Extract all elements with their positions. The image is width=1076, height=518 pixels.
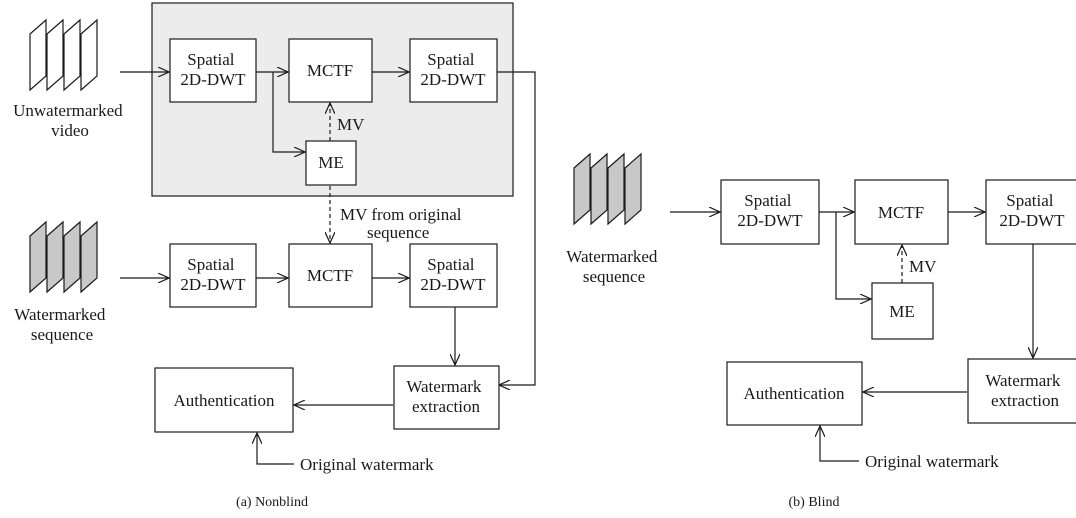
mv-label: MV — [337, 115, 365, 134]
me-label: ME — [318, 153, 344, 172]
watermark-extraction-box-blind — [967, 358, 1076, 424]
authentication-label: Authentication — [743, 384, 845, 403]
unwatermarked-video-frames-icon — [29, 18, 98, 92]
spatial-dwt-box-blind-1 — [720, 179, 820, 245]
spatial-dwt-box-mid-2 — [409, 243, 498, 308]
mctf-label: MCTF — [307, 61, 353, 80]
me-box — [305, 140, 357, 186]
nonblind-panel: Unwatermarked video Watermarked sequence… — [13, 2, 536, 510]
arrow-dwt-to-me-blind — [835, 212, 871, 299]
original-watermark-label: Original watermark — [300, 455, 434, 474]
watermark-extraction-label: Watermark extraction — [985, 371, 1064, 410]
watermarked-sequence-frames-icon — [573, 152, 642, 226]
spatial-dwt-box-blind-2 — [985, 179, 1076, 245]
arrow-reference-to-extraction — [497, 71, 536, 385]
original-watermark-label: Original watermark — [865, 452, 999, 471]
arrow-dwt-to-me — [272, 72, 305, 152]
spatial-dwt-label: Spatial 2D-DWT — [420, 50, 486, 89]
me-box-blind — [871, 282, 934, 340]
mctf-box-top — [288, 38, 373, 103]
spatial-dwt-box-mid-1 — [169, 243, 257, 308]
spatial-dwt-label: Spatial 2D-DWT — [999, 191, 1065, 230]
authentication-label: Authentication — [173, 391, 275, 410]
spatial-dwt-box-top-2 — [409, 38, 498, 103]
watermarked-sequence-label: Watermarked sequence — [566, 247, 661, 286]
spatial-dwt-label: Spatial 2D-DWT — [180, 255, 246, 294]
mctf-box-blind — [854, 179, 949, 245]
arrow-original-watermark-to-authentication — [257, 433, 294, 465]
authentication-box — [154, 367, 294, 433]
watermarked-sequence-frames-icon — [29, 220, 98, 294]
mctf-label: MCTF — [878, 203, 924, 222]
me-label: ME — [889, 302, 915, 321]
watermark-extraction-label: Watermark extraction — [406, 377, 485, 416]
mctf-box-mid — [288, 243, 373, 308]
spatial-dwt-label: Spatial 2D-DWT — [180, 50, 246, 89]
watermark-extraction-box — [393, 365, 500, 430]
spatial-dwt-box-top-1 — [169, 38, 257, 103]
spatial-dwt-label: Spatial 2D-DWT — [420, 255, 486, 294]
spatial-dwt-label: Spatial 2D-DWT — [737, 191, 803, 230]
arrow-original-watermark-to-authentication-blind — [820, 426, 859, 462]
blind-caption: (b) Blind — [789, 495, 840, 510]
mctf-label: MCTF — [307, 266, 353, 285]
blind-panel: Watermarked sequence Spatial 2D-DWT MCTF… — [566, 152, 1076, 510]
nonblind-caption: (a) Nonblind — [236, 495, 308, 510]
mv-label: MV — [909, 257, 937, 276]
mv-from-original-label: MV from original sequence — [340, 205, 466, 242]
unwatermarked-video-label: Unwatermarked video — [13, 101, 127, 140]
watermarked-sequence-label: Watermarked sequence — [14, 305, 109, 344]
